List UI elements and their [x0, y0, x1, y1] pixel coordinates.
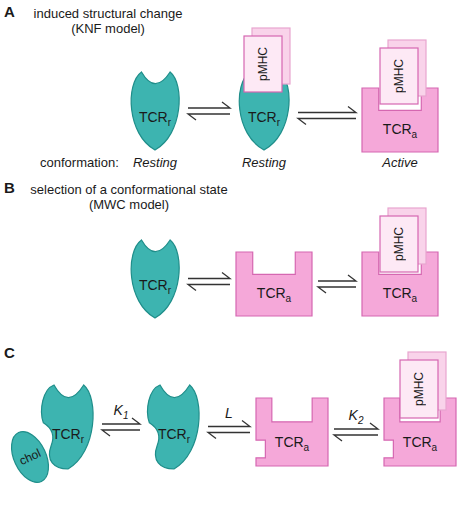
- text-subscript: r: [168, 117, 171, 128]
- equilibrium-arrow: [208, 421, 250, 439]
- text-subscript: a: [432, 442, 438, 453]
- text-subscript: r: [277, 117, 280, 128]
- text-main: TCR: [52, 426, 81, 442]
- receptor-label: TCRa: [403, 435, 437, 453]
- resting-tcr: TCRr: [40, 385, 96, 469]
- active-tcr: TCRa: [256, 398, 328, 466]
- ligand-label: pMHC: [257, 47, 269, 81]
- active-tcr: TCRa: [236, 252, 312, 316]
- text-subscript: 1: [123, 410, 129, 421]
- panel-letter: C: [4, 345, 20, 360]
- cholesterol: chol: [4, 426, 56, 488]
- conformation-state: Active: [365, 155, 435, 170]
- text-main: K: [349, 407, 358, 423]
- active-outline: [362, 88, 438, 152]
- text-main: TCR: [275, 434, 304, 450]
- receptor-label: TCRr: [139, 278, 171, 296]
- receptor-label: TCRr: [139, 110, 171, 128]
- text-main: TCR: [383, 121, 412, 137]
- text-subscript: a: [412, 293, 418, 304]
- resting-outline: [131, 72, 179, 150]
- pmhc-front-box: [380, 216, 418, 272]
- receptor-label: TCRr: [52, 427, 84, 445]
- text-subscript: r: [187, 433, 190, 444]
- text-main: TCR: [139, 109, 168, 125]
- panel-letter: B: [4, 180, 20, 195]
- equilibrium-arrow: [188, 102, 230, 120]
- text-main: TCR: [139, 277, 168, 293]
- equilibrium-arrow: [318, 275, 356, 293]
- pmhc-ligand: pMHC: [244, 28, 290, 92]
- text-main: TCR: [248, 109, 277, 125]
- row-heading: conformation:: [40, 155, 135, 170]
- resting-outline: [239, 72, 289, 150]
- panel-letter: A: [4, 4, 20, 19]
- resting-tcr: TCRr: [146, 385, 202, 469]
- receptor-label: TCRa: [383, 286, 417, 304]
- equilibrium-arrow: [188, 273, 230, 291]
- receptor-label: TCRa: [257, 286, 291, 304]
- text-subscript: a: [412, 129, 418, 140]
- equilibrium-constant: K1: [114, 403, 129, 421]
- pmhc-front-box: [380, 48, 418, 104]
- text-subscript: a: [304, 442, 310, 453]
- pmhc-ligand: pMHC: [380, 208, 426, 272]
- active-outline: [384, 398, 456, 466]
- node-shape: [236, 252, 312, 316]
- conformation-state: Resting: [120, 155, 190, 170]
- resting-outline: [131, 240, 179, 318]
- receptor-label: TCRa: [275, 435, 309, 453]
- text-subscript: r: [81, 433, 84, 444]
- ligand-label: pMHC: [413, 372, 425, 406]
- equilibrium-constant: K2: [349, 408, 364, 426]
- text-main: TCR: [158, 426, 187, 442]
- pmhc-ligand: pMHC: [400, 352, 446, 418]
- equilibrium-arrow: [298, 107, 356, 125]
- equilibrium-arrow: [102, 418, 140, 436]
- ligand-label: pMHC: [393, 227, 405, 261]
- panel-title: selection of a conformational state (MWC…: [14, 182, 244, 212]
- text-main: TCR: [383, 285, 412, 301]
- text-subscript: r: [168, 285, 171, 296]
- resting-outline: [42, 385, 94, 469]
- pmhc-ligand: pMHC: [380, 40, 426, 104]
- conformation-state: Resting: [229, 155, 299, 170]
- text-main: K: [114, 402, 123, 418]
- text-subscript: 2: [358, 415, 364, 426]
- node-shape: [256, 398, 328, 466]
- pmhc-front-box: [400, 360, 438, 418]
- receptor-label: TCRr: [158, 427, 190, 445]
- panel-title: induced structural change (KNF model): [18, 6, 198, 36]
- resting-tcr: TCRr: [128, 240, 182, 318]
- chol-outline: [4, 426, 56, 488]
- active-outline: [362, 252, 438, 316]
- equilibrium-arrow: [334, 423, 378, 441]
- pmhc-front-box: [244, 36, 282, 92]
- resting-outline: [148, 385, 200, 469]
- active-outline: [236, 252, 312, 316]
- text-subscript: a: [286, 293, 292, 304]
- text-main: TCR: [257, 285, 286, 301]
- resting-tcr: TCRr: [128, 72, 182, 150]
- equilibrium-constant: L: [225, 406, 233, 420]
- active-outline: [256, 398, 328, 466]
- text-main: TCR: [403, 434, 432, 450]
- ligand-label: pMHC: [393, 59, 405, 93]
- receptor-label: TCRa: [383, 122, 417, 140]
- receptor-label: TCRr: [248, 110, 280, 128]
